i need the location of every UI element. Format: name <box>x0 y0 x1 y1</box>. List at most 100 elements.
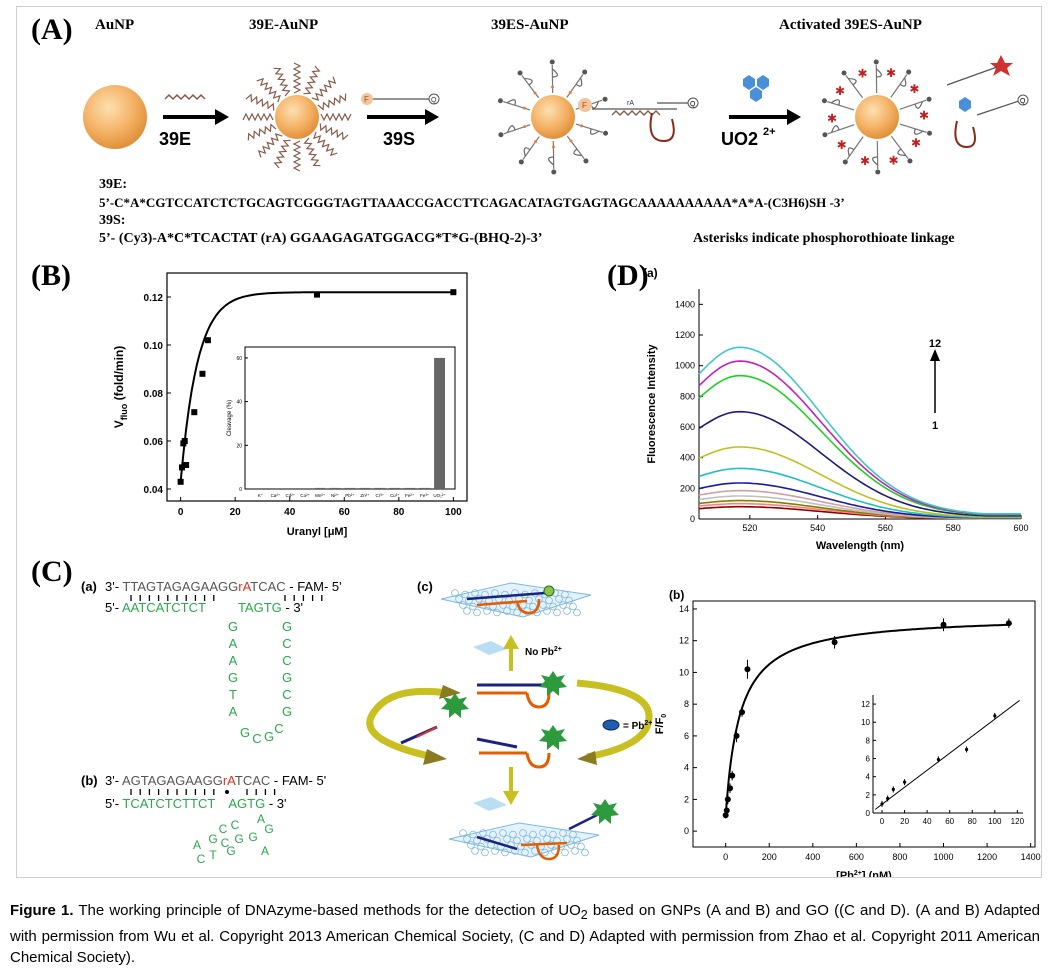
d-b-xtick-label-4: 800 <box>892 852 907 862</box>
c-a-loop-right-5: G <box>282 704 292 719</box>
b-inset-ytick-label-1: 20 <box>236 443 242 449</box>
d-b-inset-point-1 <box>886 796 890 801</box>
c-a-loop-left-5: A <box>229 704 238 719</box>
no-pb-text: No Pb <box>525 647 554 658</box>
caption-text2: based on GNPs (A and B) and GO ((C and D… <box>10 902 1040 966</box>
d-b-ytick-label-2: 4 <box>684 763 689 773</box>
pb-eq-text: = Pb <box>623 721 644 732</box>
b-inset-bar-10 <box>404 487 416 489</box>
c-a-loop-right-4: C <box>282 687 291 702</box>
bottom-sheet-adsorbed <box>476 799 619 861</box>
b-ytick-label-1: 0.06 <box>144 437 164 448</box>
svg-text:F: F <box>582 101 587 110</box>
b-inset-bar-4 <box>314 487 326 489</box>
b-point-1 <box>179 464 185 471</box>
b-xtick-label-2: 40 <box>284 507 296 518</box>
b-plot-frame <box>166 272 468 502</box>
c-b-loop-12: C <box>221 836 230 850</box>
c-b-bot-prefix: 5'- <box>105 796 122 811</box>
svg-text:✱: ✱ <box>888 153 898 167</box>
b-ylabel-main: V <box>112 420 126 428</box>
d-b-ytick-label-7: 14 <box>679 604 689 614</box>
svg-text:✱: ✱ <box>858 67 868 81</box>
b-xtick-label-1: 20 <box>230 507 242 518</box>
panel-a-scheme: F Q F rA Q ✱✱✱✱✱✱ <box>83 55 1029 175</box>
b-inset-bar-1 <box>269 489 281 490</box>
b-point-9 <box>450 289 457 296</box>
d-a-series-6 <box>698 467 1021 519</box>
b-ytick-label-0: 0.04 <box>144 485 164 496</box>
d-a-ytick-label-1: 200 <box>680 483 695 493</box>
c-a-bot-seq1: AATCATCTCT <box>122 600 206 615</box>
b-inset-cat-label-8: Cr³⁺ <box>376 493 385 498</box>
figure-frame: (A) AuNP 39E-AuNP 39ES-AuNP Activated 39… <box>16 6 1042 878</box>
c-a-loop-bottom-1: C <box>252 731 261 746</box>
c-a-loop-left-2: A <box>229 653 238 668</box>
b-inset-bar-7 <box>359 487 371 489</box>
d-b-ytick-label-1: 2 <box>684 794 689 804</box>
b-inset-ytick-label-0: 0 <box>239 487 242 493</box>
d-b-inset-point-3 <box>902 780 907 784</box>
activated-extras: Q <box>946 55 1029 149</box>
d-b-xlabel-pre: [Pb <box>836 870 854 877</box>
d-b-xtick-label-5: 1000 <box>933 852 953 862</box>
c-c-label: (c) <box>417 579 433 594</box>
d-b-xtick-label-0: 0 <box>723 852 728 862</box>
d-b-inset-xtick-label-5: 100 <box>988 817 1002 826</box>
c-b-top-strand: 3'- AGTAGAGAAGGrATCAC - FAM- 5' <box>105 773 326 788</box>
d-a-ytick-label-2: 400 <box>680 453 695 463</box>
seq-39e: 5’-C*A*CGTCCATCTCTGCAGTCGGGTAGTTAAACCGAC… <box>99 195 845 210</box>
stage-label-39e-aunp: 39E-AuNP <box>249 17 319 33</box>
b-inset-cat-label-5: Ni²⁺ <box>331 493 340 498</box>
free-strand-left <box>400 693 469 745</box>
c-a-loop-right-3: G <box>282 670 292 685</box>
panel-c-letter: (C) <box>31 555 73 588</box>
b-point-7 <box>204 337 211 344</box>
d-b-fit-curve <box>724 623 1009 816</box>
top-sheet-adsorbed <box>466 585 555 615</box>
c-b-loop-5: G <box>226 844 235 858</box>
arrow-label-39s: 39S <box>383 129 415 149</box>
d-b-inset-point-2 <box>891 787 895 791</box>
d-b-ytick-label-6: 12 <box>679 636 689 646</box>
d-b-inset-ytick-label-0: 0 <box>866 809 871 818</box>
pb-legend-text: = Pb2+ <box>623 720 652 732</box>
d-b-inset-xtick-label-6: 120 <box>1011 817 1025 826</box>
d-b-point-3 <box>727 785 734 792</box>
arrow-up-no-pb <box>503 635 519 671</box>
c-a-basepair-ticks <box>130 595 323 601</box>
d-b-point-10 <box>1005 620 1012 627</box>
d-b-point-0 <box>722 812 729 819</box>
caption-text1: The working principle of DNAzyme-based m… <box>73 902 581 919</box>
d-a-arrow-bottom: 1 <box>932 420 938 432</box>
d-a-ytick-label-0: 0 <box>690 514 695 524</box>
d-b-point-7 <box>744 666 751 673</box>
arrow-label-uo2: UO2 <box>721 129 758 149</box>
b-ytick-label-4: 0.12 <box>144 293 164 304</box>
stage-label-39es-aunp: 39ES-AuNP <box>491 17 569 33</box>
svg-text:✱: ✱ <box>835 84 845 98</box>
d-b-frame <box>692 600 1036 848</box>
seq-39s-title: 39S: <box>99 213 126 228</box>
arrow-39e <box>163 93 229 125</box>
cycle-arrow-right <box>576 679 653 765</box>
d-b-point-6 <box>739 709 746 716</box>
c-a-top-prefix: 3'- <box>105 579 122 594</box>
d-a-xtick-label-3: 580 <box>946 523 961 533</box>
d-b-ylabel-sub: 0 <box>661 714 668 718</box>
svg-text:✱: ✱ <box>909 82 919 96</box>
b-inset-bar-0 <box>255 489 266 490</box>
svg-text:Q: Q <box>1020 98 1026 105</box>
d-a-arrow-top: 12 <box>929 338 941 350</box>
d-b-inset-point-0 <box>880 802 884 806</box>
d-a-xtick-label-4: 600 <box>1013 523 1028 533</box>
b-inset-bar-2 <box>284 489 296 490</box>
c-a-top-strand: 3'- TTAGTAGAGAAGGrATCAC - FAM- 5' <box>105 579 342 594</box>
39e-aunp-particle <box>242 62 352 172</box>
b-inset-cat-label-4: Mn²⁺ <box>315 493 326 498</box>
graphene-oxide-sheet-top <box>440 582 592 618</box>
b-point-6 <box>199 370 206 377</box>
b-ylabel-tail: (fold/min) <box>112 346 126 404</box>
